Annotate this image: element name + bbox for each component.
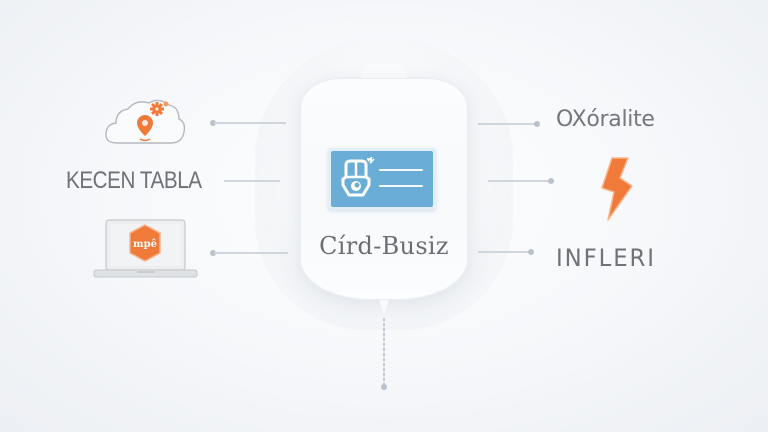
- connector-dot-left-bottom: [210, 250, 216, 256]
- cloud-location-gear-icon[interactable]: [103, 97, 187, 147]
- connector-dot-bottom: [381, 384, 387, 390]
- connector-dot-right-middle: [548, 178, 554, 184]
- connector-left-top: [214, 122, 286, 124]
- connector-right-top: [478, 123, 536, 125]
- card-line-2: [379, 185, 423, 187]
- connector-right-middle: [488, 180, 550, 182]
- badge-text: mpê: [133, 239, 157, 250]
- connector-right-bottom: [478, 251, 530, 253]
- card-line-1: [379, 169, 423, 171]
- connector-left-middle: [224, 180, 280, 182]
- id-card-icon: [328, 148, 436, 210]
- laptop-hexagon-badge-icon[interactable]: mpê: [93, 219, 198, 281]
- left-label-kecen-tabla: KECEN TABLA: [66, 167, 202, 194]
- connector-dot-right-top: [534, 121, 540, 127]
- right-label-infleri: INFLERI: [556, 244, 656, 272]
- lightning-bolt-icon[interactable]: [598, 156, 638, 222]
- robot-face-icon: [341, 157, 375, 197]
- hub-notch: [362, 64, 406, 82]
- connector-bottom: [383, 318, 385, 386]
- connector-dot-right-bottom: [528, 249, 534, 255]
- connector-dot-left-top: [210, 120, 216, 126]
- right-label-oxoralite: OXóralite: [556, 107, 655, 132]
- hub-tip: [379, 300, 389, 314]
- hub-label: Círd-Busiz: [319, 232, 449, 260]
- connector-left-bottom: [214, 252, 288, 254]
